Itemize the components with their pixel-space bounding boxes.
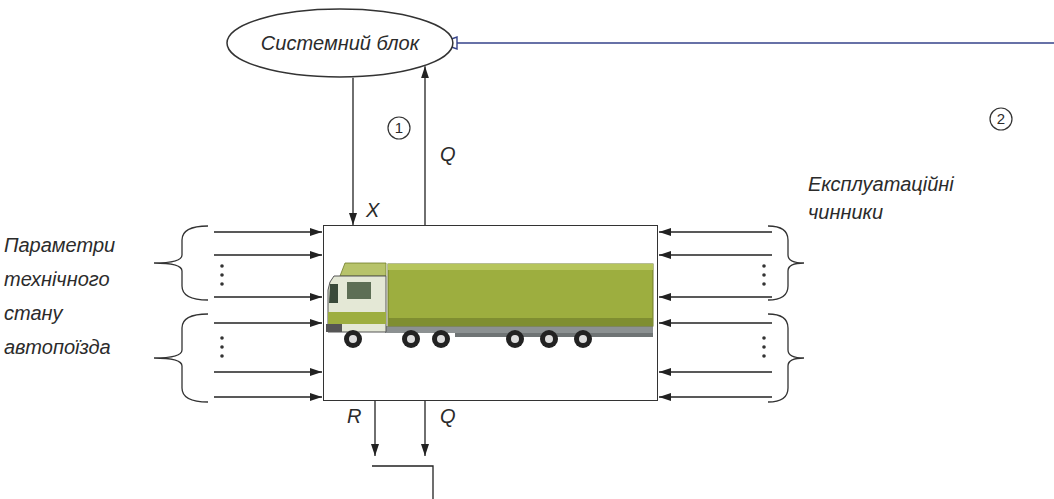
curly-brace bbox=[154, 226, 804, 402]
signal-name: Q bbox=[440, 404, 456, 428]
callout-number: 2 bbox=[997, 110, 1005, 128]
output-arrows bbox=[372, 401, 433, 499]
ellipse-outline bbox=[227, 9, 453, 77]
feedback-arrow bbox=[440, 37, 1054, 49]
ellipsis-dots bbox=[220, 264, 766, 358]
vehicle-box bbox=[323, 225, 658, 401]
input-arrows bbox=[659, 232, 772, 397]
signal-name: X bbox=[366, 198, 379, 222]
truck-illustration bbox=[326, 263, 653, 348]
input-arrows bbox=[214, 232, 322, 397]
system-block: Системний блок bbox=[226, 8, 454, 78]
signal-name: Q bbox=[440, 142, 456, 166]
callout-number: 1 bbox=[395, 119, 403, 137]
signal-name: R bbox=[347, 404, 361, 428]
callout-circle bbox=[388, 117, 410, 139]
signal-arrow bbox=[424, 66, 425, 225]
input-group-label: Експлуатаційні чинники bbox=[808, 170, 948, 226]
block-title: Системний блок bbox=[261, 32, 419, 55]
callout-circle bbox=[990, 108, 1012, 130]
input-group-label: Параметри технічного стану автопоїзда bbox=[4, 228, 144, 364]
signal-arrow bbox=[352, 78, 353, 225]
